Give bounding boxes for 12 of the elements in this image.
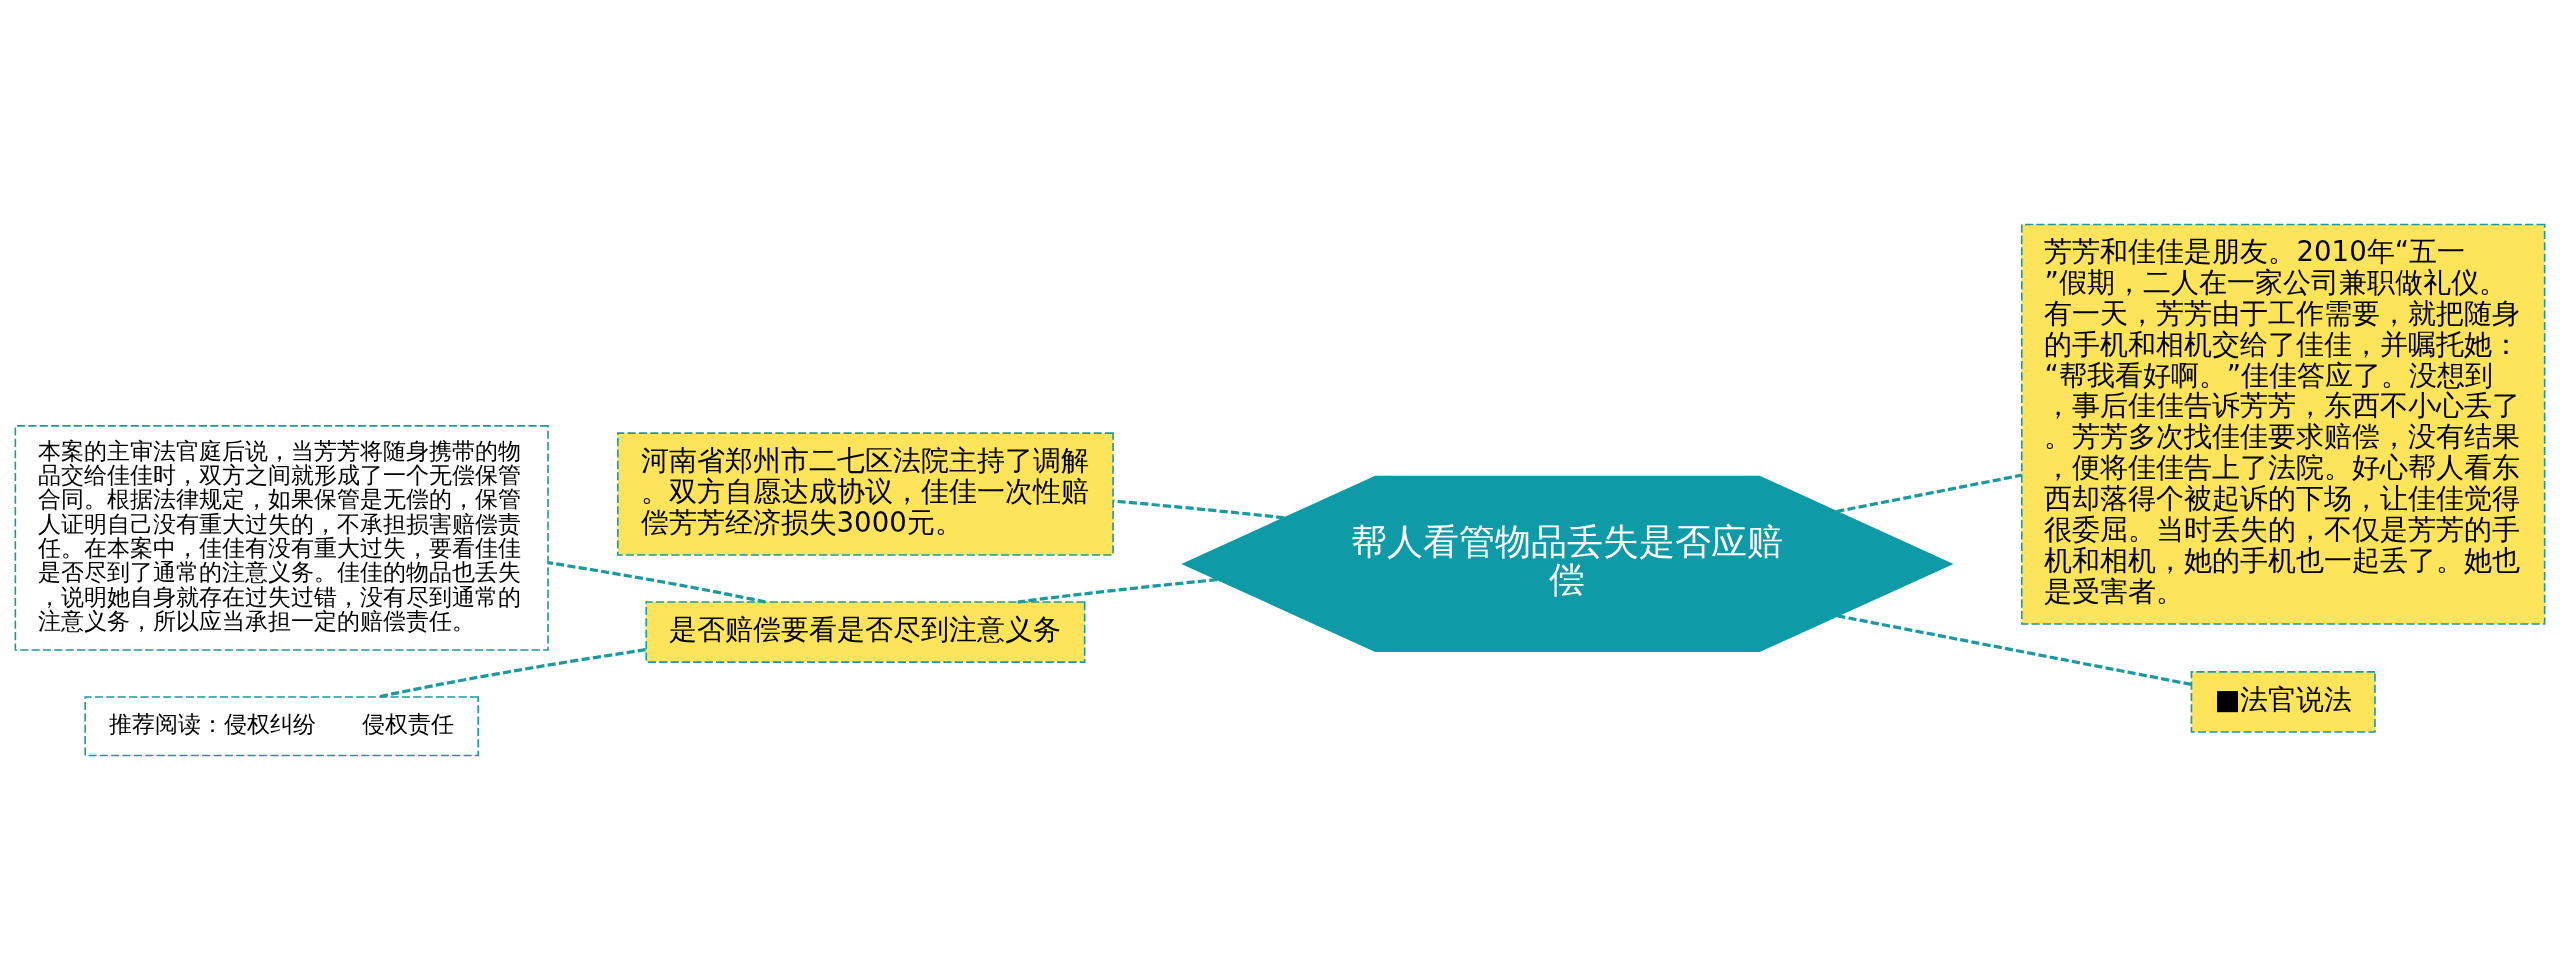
node-box: 河南省郑州市二七区法院主持了调解。双方自愿达成协议，佳佳一次性赔偿芳芳经济损失3000元。 [617, 432, 1114, 556]
connector [1837, 614, 2192, 687]
connector [1836, 473, 2022, 514]
connector [547, 561, 766, 604]
node-box: 本案的主审法官庭后说，当芳芳将随身携带的物品交给佳佳时，双方之间就形成了一个无偿保管合同。根据法律规定，如果保管是无偿的，保管人证明自己没有重大过失的，不承担损害赔偿责任。在本案中，佳佳有没有重大过失，要看佳佳是否尽到了通常的注意义务。佳佳的物品也丢失，说明她自身就存在过失过错，没有尽到通常的注意义务，所以应当承担一定的赔偿责任。 [14, 425, 549, 651]
connector [377, 648, 646, 699]
connector [1017, 578, 1218, 604]
node-box: ■法官说法 [2190, 671, 2376, 733]
connector [1113, 499, 1285, 520]
node-box: 芳芳和佳佳是朋友。2010年“五一”假期，二人在一家公司兼职做礼仪。有一天，芳芳由于工作需要，就把随身的手机和相机交给了佳佳，并嘱托她：“帮我看好啊。”佳佳答应了。没想到，事后佳佳告诉芳芳，东西不小心丢了。芳芳多次找佳佳要求赔偿，没有结果，便将佳佳告上了法院。好心帮人看东西却落得个被起诉的下场，让佳佳觉得很委屈。当时丢失的，不仅是芳芳的手机和相机，她的手机也一起丢了。她也是受害者。 [2020, 223, 2546, 625]
node-box: 是否赔偿要看是否尽到注意义务 [645, 601, 1086, 663]
node-box: 推荐阅读：侵权纠纷 侵权责任 [84, 696, 479, 757]
